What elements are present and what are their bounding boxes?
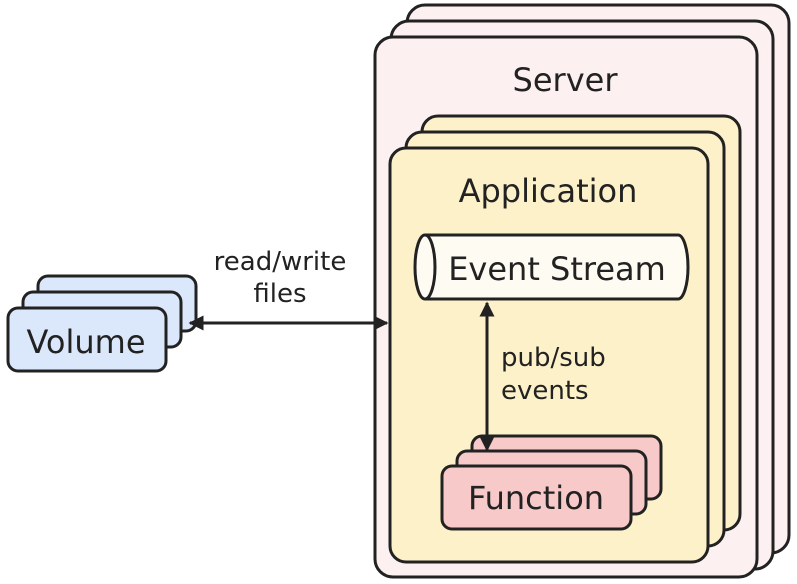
volume-stack: Volume xyxy=(6,274,198,373)
volume-label: Volume xyxy=(26,323,145,361)
pub-sub-label-line1: pub/sub xyxy=(501,343,606,373)
event-stream: Event Stream xyxy=(413,233,690,301)
application-label: Application xyxy=(459,172,638,210)
pub-sub-connector: pub/sub events xyxy=(479,301,606,452)
function-label: Function xyxy=(468,479,604,517)
event-stream-label: Event Stream xyxy=(448,250,666,288)
event-stream-end-cap xyxy=(424,233,437,301)
read-write-connector: read/write files xyxy=(188,247,389,331)
server-label: Server xyxy=(513,61,619,99)
volume-card-front xyxy=(6,306,168,373)
read-write-label-line1: read/write xyxy=(214,247,347,277)
pub-sub-label-line2: events xyxy=(501,376,589,406)
event-stream-body xyxy=(413,233,690,301)
read-write-label-line2: files xyxy=(253,279,306,309)
function-stack: Function xyxy=(440,434,663,531)
function-card-front xyxy=(440,464,633,531)
